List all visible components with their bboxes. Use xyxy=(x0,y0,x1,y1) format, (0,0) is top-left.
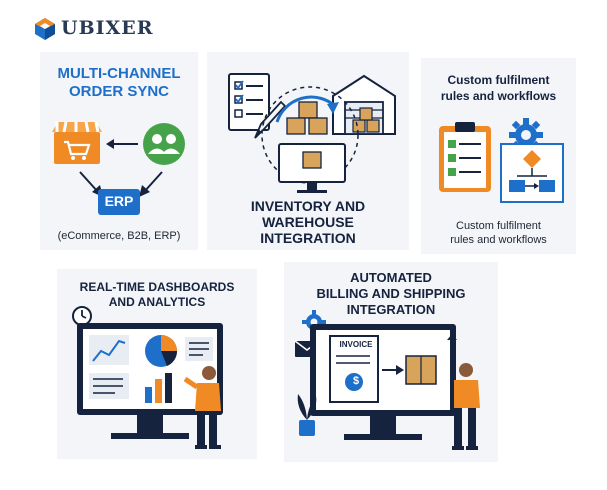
panel-dashboards: REAL-TIME DASHBOARDS AND ANALYTICS xyxy=(57,269,257,459)
ubixer-logo-icon xyxy=(35,18,55,40)
billing-monitor-icon xyxy=(310,324,456,440)
fulfilment-title-line2: rules and workflows xyxy=(440,89,557,103)
brand-logo: UBIXER xyxy=(33,15,173,45)
invoice-label: INVOICE xyxy=(339,340,373,349)
checklist-pencil-icon xyxy=(228,73,287,139)
dashboard-monitor-icon xyxy=(77,323,223,439)
clipboard-checklist-icon xyxy=(439,122,491,192)
erp-badge xyxy=(98,189,140,215)
workflow-diagram-icon xyxy=(500,143,564,203)
presenter-person-icon xyxy=(183,366,221,449)
erp-label: ERP xyxy=(104,193,134,209)
billing-title-line3: INTEGRATION xyxy=(346,302,436,317)
panel-billing: AUTOMATED BILLING AND SHIPPING INTEGRATI… xyxy=(284,262,498,462)
plant-icon xyxy=(297,394,317,436)
dashboards-title-line1: REAL-TIME DASHBOARDS xyxy=(79,280,235,294)
inventory-title-line3: INTEGRATION xyxy=(260,230,356,246)
brand-name: UBIXER xyxy=(61,17,154,39)
multichannel-caption: (eCommerce, B2B, ERP) xyxy=(57,230,181,242)
monitor-icon xyxy=(278,143,346,193)
arrow-left-icon xyxy=(106,139,138,149)
panel-multichannel: MULTI-CHANNEL ORDER SYNC ERP (eCommerce,… xyxy=(40,52,198,250)
arrow-users-to-erp-icon xyxy=(139,171,163,197)
fulfilment-caption-line2: rules and workflows xyxy=(450,234,547,246)
fulfilment-caption-line1: Custom fulfilment xyxy=(456,220,541,232)
panel-inventory: INVENTORY AND WAREHOUSE INTEGRATION xyxy=(207,52,409,250)
users-group-icon xyxy=(143,123,185,165)
boxes-stack-icon xyxy=(286,101,328,135)
dashboards-title-line2: AND ANALYTICS xyxy=(108,295,206,309)
multichannel-title-line2: ORDER SYNC xyxy=(68,83,169,100)
currency-symbol: $ xyxy=(352,375,360,387)
storefront-cart-icon xyxy=(52,121,102,164)
upload-arrow-icon xyxy=(447,334,457,350)
inventory-title-line2: WAREHOUSE xyxy=(262,214,354,230)
multichannel-title-line1: MULTI-CHANNEL xyxy=(57,65,181,82)
billing-title-line2: BILLING AND SHIPPING xyxy=(316,286,466,301)
billing-title-line1: AUTOMATED xyxy=(350,270,432,285)
inventory-title-line1: INVENTORY AND xyxy=(250,198,366,214)
panel-fulfilment: Custom fulfilment rules and workflows xyxy=(421,58,576,254)
fulfilment-title-line1: Custom fulfilment xyxy=(447,73,550,87)
warehouse-icon xyxy=(332,74,396,135)
delivery-person-icon xyxy=(452,363,480,450)
